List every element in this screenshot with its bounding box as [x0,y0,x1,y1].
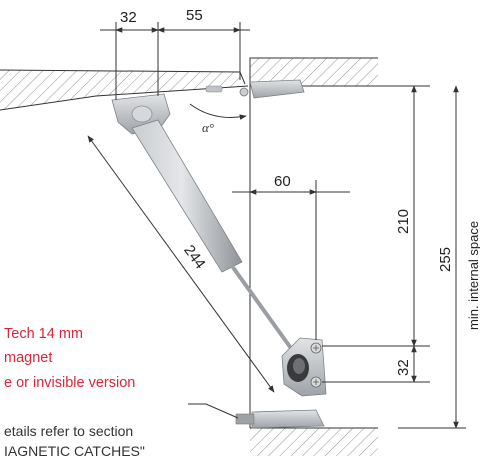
dimension-vertical-inner: 210 32 [318,85,430,383]
dim-label-210: 210 [395,209,412,234]
reference-note: etails refer to section IAGNETIC CATCHES… [4,423,145,456]
dimension-vertical-overall: 255 [398,85,466,429]
angle-label: α° [202,120,214,135]
bottom-magnet-catch [235,409,325,429]
gas-stay-rod [230,264,300,360]
dim-label-55: 55 [186,7,203,24]
magnet-callout: Tech 14 mm magnet e or invisible version [4,326,135,391]
dimension-horizontal-60: 60 [232,173,350,340]
dim-label-255: 255 [437,247,454,272]
cabinet-bracket [281,337,327,397]
callout-line-1: Tech 14 mm [4,326,83,342]
dim-label-32-top: 32 [120,9,137,26]
dim-label-60: 60 [274,173,291,190]
note-line-1: etails refer to section [4,423,133,439]
cabinet-bottom-panel [250,427,378,456]
dim-label-244: 244 [180,242,208,272]
dimension-top: 32 55 [100,7,250,100]
min-internal-space-caption: min. internal space [466,221,480,330]
angle-indicator: α° [189,103,247,135]
top-catch-hardware [205,79,305,99]
callout-line-3: e or invisible version [4,375,135,391]
note-line-2: IAGNETIC CATCHES" [4,443,145,456]
note-leader-line [188,403,239,419]
callout-line-2: magnet [4,350,52,366]
dim-label-32-side: 32 [395,359,412,376]
